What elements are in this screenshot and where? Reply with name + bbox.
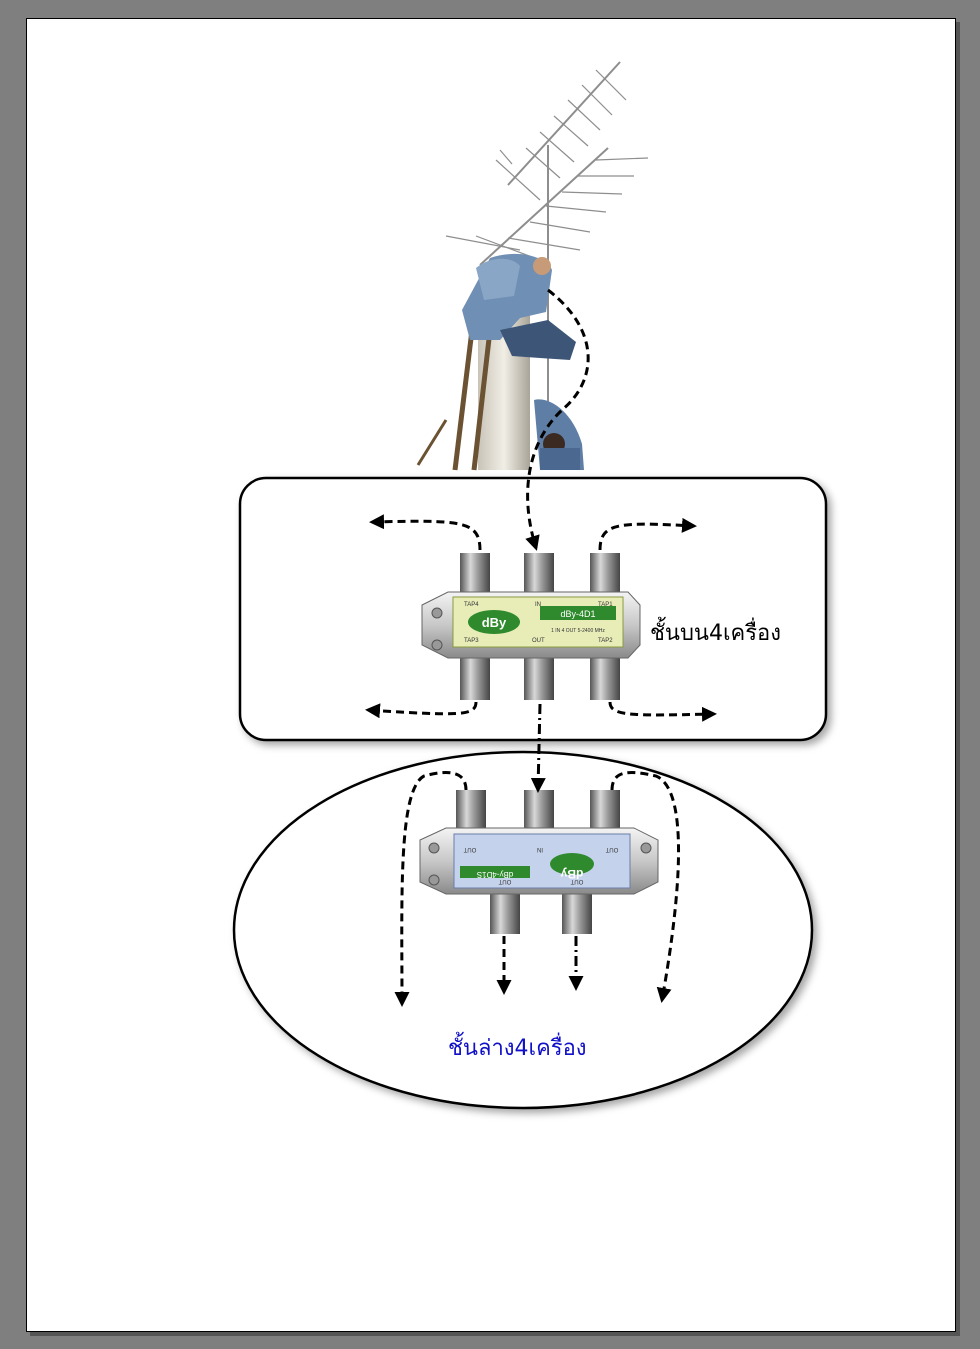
lower-splitter-label-plate — [453, 833, 631, 889]
upper-floor-caption: ชั้นบน4เครื่อง — [650, 621, 781, 646]
label-tap3: TAP3 — [464, 638, 479, 644]
upper-spec: 1 IN 4 OUT 5-2400 MHz — [551, 628, 605, 634]
antenna-photo — [416, 61, 649, 471]
dashed-arrow-antenna-to-in — [525, 288, 590, 551]
connector-tap1 — [590, 553, 620, 599]
label-tap1: TAP1 — [598, 602, 613, 608]
model-band — [540, 606, 616, 620]
label-tap4: TAP4 — [464, 602, 479, 608]
connector-in — [524, 553, 554, 599]
lower-floor-ellipse — [232, 750, 814, 1110]
dashed-arrow-lower-out-d — [610, 771, 680, 1003]
label-tap2: TAP2 — [598, 638, 613, 644]
lower-label-out-d: OUT — [605, 846, 618, 852]
dashed-arrow-tap4 — [369, 514, 482, 551]
label-out: OUT — [532, 638, 545, 644]
lower-label-out-a: OUT — [463, 846, 476, 852]
lower-brand: dBy — [560, 867, 583, 881]
upper-splitter: dBy dBy-4D1 1 IN 4 OUT 5-2400 MHz TAP4 I… — [421, 553, 641, 700]
yagi-antenna-icon — [445, 61, 649, 470]
lower-splitter: dBy dBy-4D1S IN OUT OUT OUT OUT — [419, 790, 659, 934]
upper-brand: dBy — [482, 615, 507, 630]
dashed-arrow-tap2 — [608, 701, 717, 722]
lower-label-out-c: OUT — [570, 878, 583, 884]
connector-tap3 — [460, 654, 490, 700]
upper-model: dBy-4D1 — [560, 609, 595, 619]
connector-tap2 — [590, 654, 620, 700]
connector-lower-out-b — [490, 888, 520, 934]
connector-out — [524, 654, 554, 700]
technician-photo — [462, 253, 584, 470]
connector-lower-out-c — [562, 888, 592, 934]
lower-model: dBy-4D1S — [477, 870, 513, 879]
connector-tap4 — [460, 553, 490, 599]
label-in: IN — [535, 602, 541, 608]
lower-floor-caption: ชั้นล่าง4เครื่อง — [448, 1036, 587, 1061]
dashdot-arrow-out-to-lower-in — [530, 703, 546, 793]
lower-model-band — [460, 866, 530, 878]
lower-label-in: IN — [537, 846, 543, 852]
dby-logo — [468, 610, 520, 634]
dashed-arrow-lower-out-a — [394, 771, 468, 1007]
lower-label-out-b: OUT — [498, 878, 511, 884]
dashed-arrow-tap3 — [365, 701, 478, 719]
ladder — [416, 329, 493, 471]
dby-logo-lower — [550, 853, 594, 875]
